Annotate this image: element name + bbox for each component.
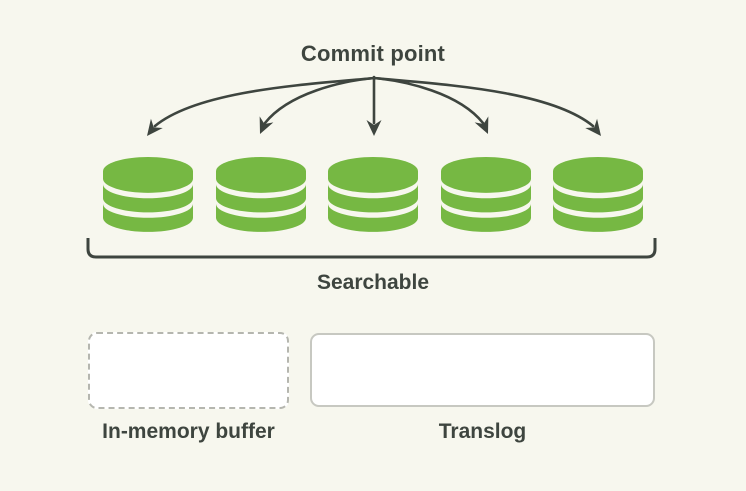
- translog-label: Translog: [438, 420, 527, 443]
- arrow-curve-2: [263, 76, 376, 125]
- searchable-bracket: [86, 238, 657, 259]
- arrowhead-icon: [366, 120, 382, 136]
- database-icon: [328, 157, 418, 232]
- translog-box: [310, 333, 655, 407]
- arrowhead-icon: [147, 118, 163, 136]
- fan-arrows: [147, 75, 601, 136]
- database-icon: [553, 157, 643, 232]
- database-icon: [440, 157, 531, 232]
- in-memory-buffer-label: In-memory buffer: [102, 420, 275, 443]
- searchable-label: Searchable: [316, 271, 430, 294]
- arrowhead-icon: [259, 116, 274, 134]
- arrow-curve-1: [153, 76, 376, 128]
- arrow-curve-4: [372, 76, 485, 125]
- database-icon: [215, 157, 306, 232]
- arrow-curve-5: [372, 76, 595, 128]
- arrowhead-icon: [585, 118, 601, 136]
- in-memory-buffer-box: [88, 332, 289, 409]
- commit-point-label: Commit point: [300, 41, 446, 66]
- database-icon: [103, 157, 193, 232]
- arrowhead-icon: [474, 116, 489, 134]
- segments-row: [103, 157, 643, 233]
